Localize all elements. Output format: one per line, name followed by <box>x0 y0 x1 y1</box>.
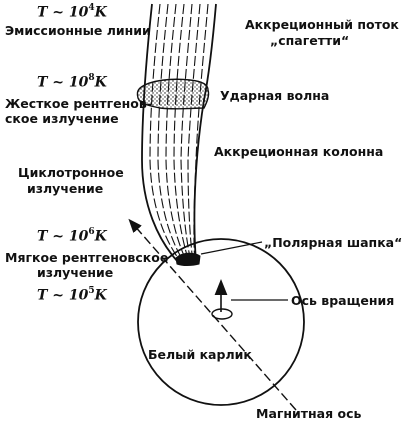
cyclotron-label-line1: Циклотронное <box>18 165 124 180</box>
soft-xray-label-line1: Мягкое рентгеновское <box>5 250 169 265</box>
column-streams <box>149 3 209 263</box>
white-dwarf-sphere <box>137 238 305 406</box>
accretion-column-label: Аккреционная колонна <box>214 144 384 159</box>
shock-wave <box>136 78 210 110</box>
leader-polar-cap <box>200 241 263 255</box>
accretion-flow-label-line2: „спагетти“ <box>270 33 350 48</box>
polar-cap-label: „Полярная шапка“ <box>264 235 403 250</box>
rotation-axis-label: Ось вращения <box>291 293 395 308</box>
magnetic-axis-label: Магнитная ось <box>256 406 362 421</box>
hard-xray-label-line1: Жесткое рентгенов- <box>5 96 152 111</box>
column-right-edge <box>193 3 217 263</box>
white-dwarf-label: Белый карлик <box>148 347 252 362</box>
hard-xray-label-line2: ское излучение <box>5 111 119 126</box>
temperature-label-1: T ~ 104K <box>37 3 107 21</box>
temperature-label-3: T ~ 106K <box>37 227 107 245</box>
accretion-flow-label-line1: Аккреционный поток <box>245 17 399 32</box>
polar-cap-shape <box>175 252 201 266</box>
rotation-ring <box>211 308 233 320</box>
emission-lines-label: Эмиссионные линии <box>5 23 151 38</box>
shock-wave-label: Ударная волна <box>220 88 330 103</box>
cyclotron-label-line2: излучение <box>27 181 104 196</box>
column-left-edge <box>141 3 179 263</box>
soft-xray-label-line2: излучение <box>37 265 114 280</box>
temperature-label-2: T ~ 108K <box>37 73 107 91</box>
temperature-label-4: T ~ 105K <box>37 286 107 304</box>
